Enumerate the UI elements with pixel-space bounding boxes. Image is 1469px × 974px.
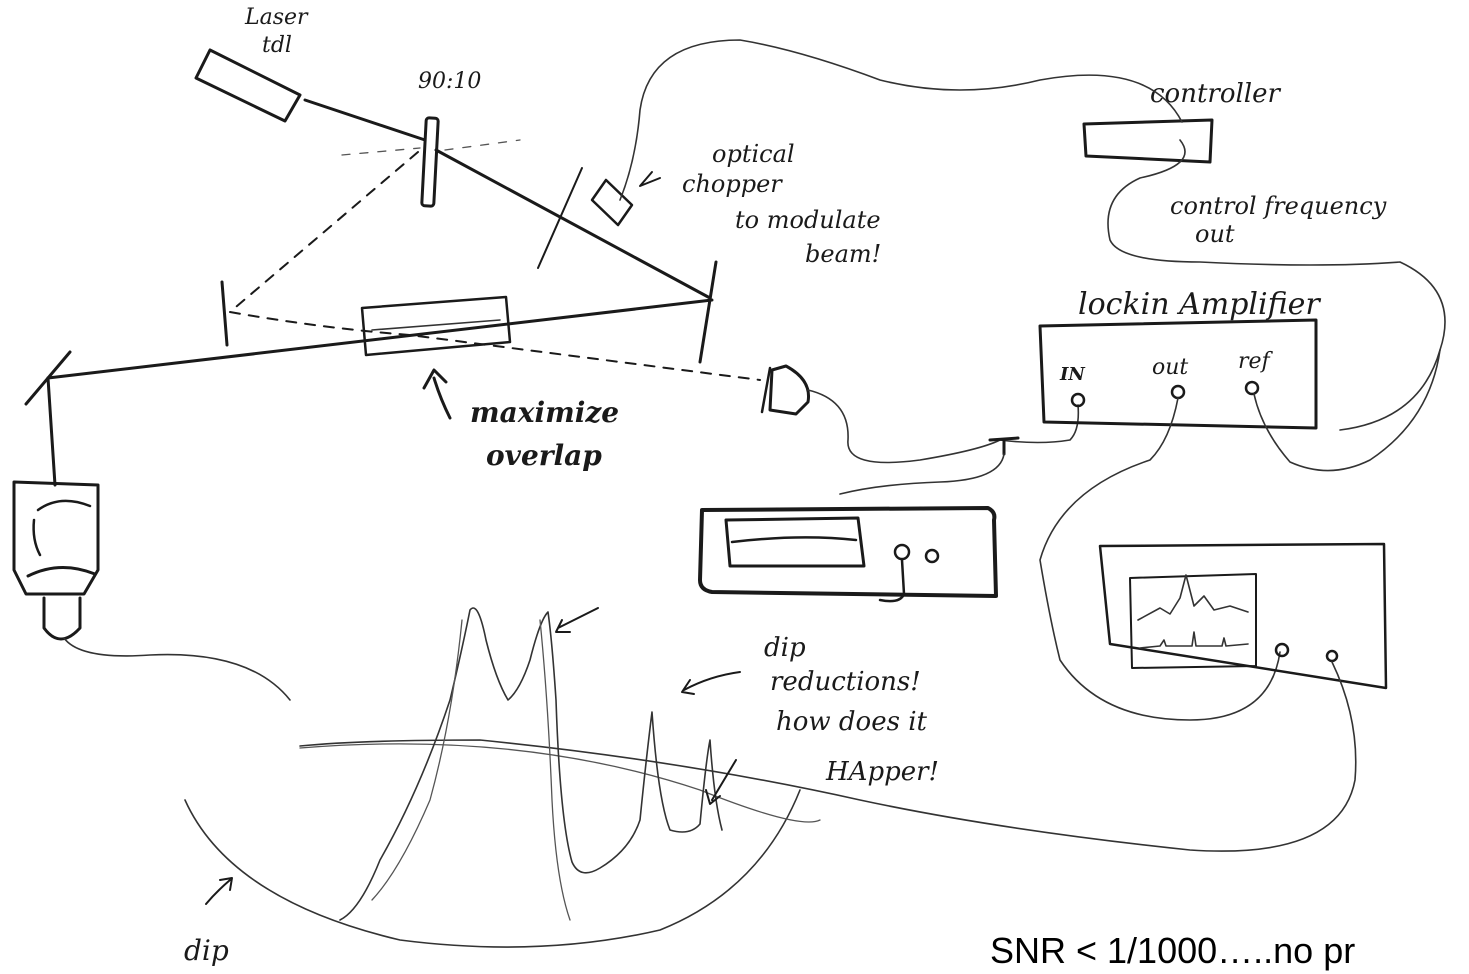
control-frequency-line2: out (1195, 220, 1235, 248)
laser-label: Laser tdl (244, 5, 315, 58)
chopper-blade (538, 168, 582, 268)
chopper-label-line1: optical (712, 140, 795, 168)
snr-caption: SNR < 1/1000…..no pr (990, 930, 1469, 972)
lockin-out-label: out (1152, 355, 1188, 380)
laser-label-line1: Laser (244, 5, 309, 30)
dip-reductions-line2: reductions! (770, 667, 921, 697)
beam-return-through-cell (48, 300, 712, 378)
spectrum-peak-shadow (372, 620, 462, 900)
lockin-ref-port (1246, 382, 1258, 394)
overlap-label-line2: overlap (486, 439, 602, 472)
controller-box (1084, 120, 1212, 162)
dashed-beam-splitter-to-mirror (230, 152, 418, 312)
spectrum-display (1100, 544, 1386, 688)
chopper-label-line4: beam! (805, 240, 881, 268)
wire-detector-to-lockin (808, 390, 1078, 463)
wire-lockin-ref-loop (1254, 350, 1440, 471)
dip-label-arrow (206, 878, 232, 904)
wire-controller-to-lockin-ref (1108, 140, 1445, 430)
splitter-label: 90:10 (418, 69, 481, 94)
dip-reductions-line4: HApper! (825, 757, 939, 787)
beam-splitter (422, 118, 439, 207)
wire-left-detector (64, 638, 290, 700)
tee-connector (990, 438, 1018, 454)
wire-lockin-out-to-scope (1040, 398, 1280, 720)
dip-arrow-top (556, 608, 598, 632)
left-detector (14, 482, 98, 639)
control-frequency-line1: control frequency (1170, 192, 1387, 220)
optical-chopper (592, 180, 632, 225)
dip-reductions-line3: how does it (776, 707, 928, 737)
control-frequency-label: control frequency out (1170, 192, 1394, 248)
dip-label: dip (184, 934, 229, 967)
left-small-mirror (222, 282, 227, 345)
laser-box (196, 50, 300, 121)
beam-to-left-detector (48, 378, 55, 485)
lockin-label: lockin Amplifier (1078, 287, 1321, 322)
overlap-arrow (424, 370, 450, 418)
overlap-label-line1: maximize (470, 396, 619, 429)
dip-reductions-line1: dip (764, 633, 806, 663)
center-instrument (700, 508, 996, 601)
chopper-label: optical chopper to modulate beam! (682, 140, 888, 268)
photodetector (762, 366, 809, 414)
dip-reductions-label: dip reductions! how does it HApper! (764, 633, 939, 787)
spectrum-peak-shadow-2 (540, 620, 570, 920)
faint-reflection-right (445, 140, 520, 150)
lockin-in-label: IN (1059, 364, 1086, 385)
chopper-label-line2: chopper (682, 170, 783, 198)
lockin-out-port (1172, 386, 1184, 398)
beam-laser-to-splitter (305, 100, 425, 140)
laser-label-line2: tdl (262, 33, 292, 58)
dip-arrow-low (706, 760, 736, 804)
spectrum-dip-curve (185, 790, 800, 947)
beam-splitter-to-mirror (436, 150, 710, 298)
faint-reflection-left (342, 148, 420, 155)
right-mirror (700, 262, 716, 362)
chopper-arrow (640, 172, 660, 186)
chopper-label-line3: to modulate (735, 206, 881, 234)
lockin-ref-label: ref (1238, 349, 1274, 374)
dip-arrow-mid (682, 672, 740, 694)
overlap-label: maximize overlap (470, 396, 629, 472)
